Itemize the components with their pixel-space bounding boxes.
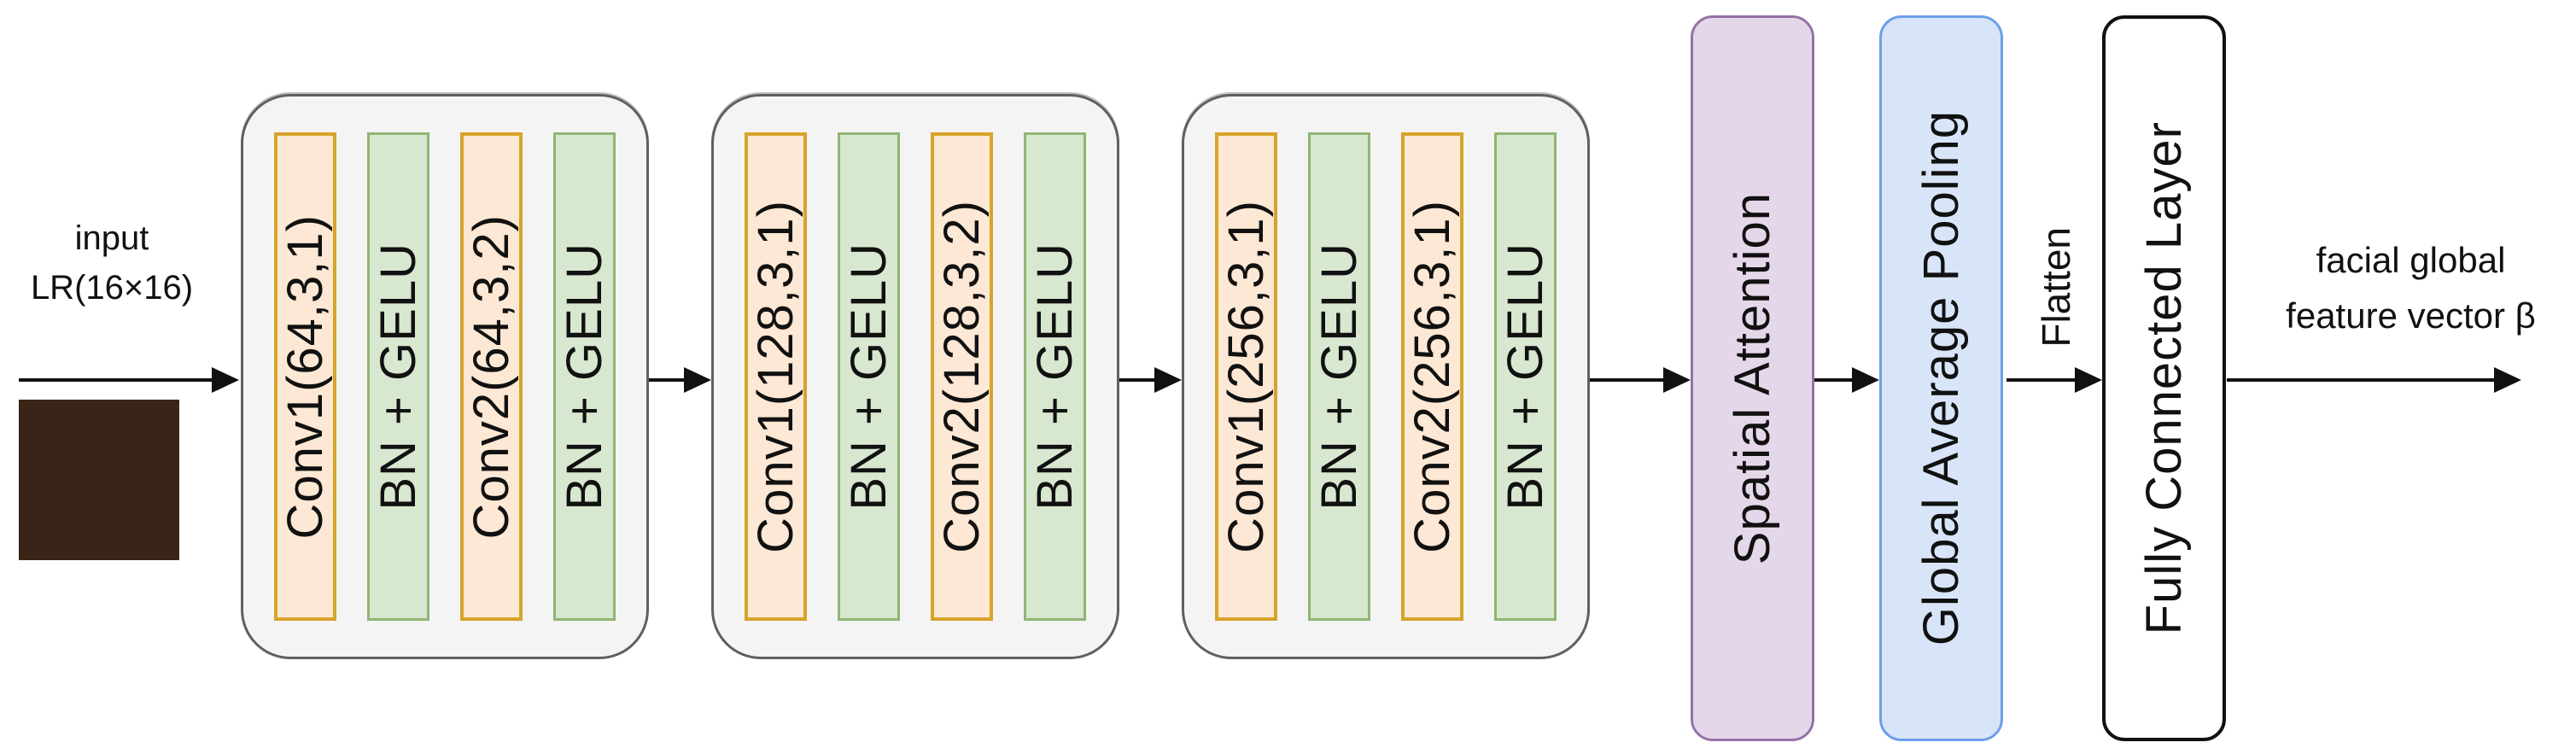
arrow-block3-to-spatial-attention: [1590, 378, 1665, 382]
arrow-spatial-attention-to-gap: [1814, 378, 1854, 382]
spatial-attention-block: Spatial Attention: [1691, 15, 1814, 741]
bn-gelu-block1-b-label: BN + GELU: [557, 243, 612, 511]
global-average-pooling-label: Global Average Pooling: [1913, 110, 1969, 646]
conv1-layer-block3: Conv1(256,3,1): [1215, 132, 1277, 621]
bn-gelu-layer-block2-a: BN + GELU: [838, 132, 900, 621]
arrow-gap-to-fc: [2006, 378, 2077, 382]
spatial-attention-label: Spatial Attention: [1725, 191, 1780, 565]
input-label-line2: LR(16×16): [30, 269, 194, 307]
bn-gelu-block3-b-label: BN + GELU: [1498, 243, 1553, 511]
conv1-block1-label: Conv1(64,3,1): [277, 213, 333, 540]
flatten-label: Flatten: [2034, 226, 2078, 348]
bn-gelu-layer-block2-b: BN + GELU: [1024, 132, 1086, 621]
face-image-blur: [19, 400, 179, 560]
bn-gelu-block3-a-label: BN + GELU: [1311, 243, 1367, 511]
conv-block-2: Conv1(128,3,1) BN + GELU Conv2(128,3,2) …: [711, 94, 1119, 659]
conv2-block2-label: Conv2(128,3,2): [934, 200, 990, 553]
global-average-pooling-block: Global Average Pooling: [1879, 15, 2003, 741]
arrow-block2-to-block3: [1119, 378, 1156, 382]
fully-connected-block: Fully Connected Layer: [2102, 15, 2226, 741]
conv-block-1: Conv1(64,3,1) BN + GELU Conv2(64,3,2) BN…: [241, 94, 649, 659]
conv2-layer-block3: Conv2(256,3,1): [1401, 132, 1463, 621]
fully-connected-label: Fully Connected Layer: [2136, 121, 2192, 635]
output-label: facial global feature vector β: [2246, 232, 2576, 343]
bn-gelu-block1-a-label: BN + GELU: [371, 243, 426, 511]
arrow-block1-to-block2: [649, 378, 686, 382]
conv-block-3: Conv1(256,3,1) BN + GELU Conv2(256,3,1) …: [1182, 94, 1590, 659]
input-label-line1: input: [74, 219, 149, 257]
conv1-block2-label: Conv1(128,3,1): [748, 200, 803, 553]
bn-gelu-layer-block3-a: BN + GELU: [1308, 132, 1370, 621]
bn-gelu-block2-b-label: BN + GELU: [1027, 243, 1083, 511]
input-face-image: [19, 400, 179, 560]
conv1-block3-label: Conv1(256,3,1): [1218, 200, 1274, 553]
output-label-line1: facial global: [2316, 240, 2506, 280]
bn-gelu-layer-block1-a: BN + GELU: [367, 132, 429, 621]
bn-gelu-layer-block1-b: BN + GELU: [553, 132, 616, 621]
conv2-layer-block1: Conv2(64,3,2): [460, 132, 523, 621]
output-label-line2: feature vector β: [2286, 295, 2536, 336]
conv2-block3-label: Conv2(256,3,1): [1405, 200, 1460, 553]
conv2-block1-label: Conv2(64,3,2): [464, 213, 519, 540]
flatten-annotation: Flatten: [2033, 209, 2078, 365]
conv2-layer-block2: Conv2(128,3,2): [931, 132, 993, 621]
bn-gelu-layer-block3-b: BN + GELU: [1494, 132, 1557, 621]
conv1-layer-block1: Conv1(64,3,1): [274, 132, 336, 621]
arrow-fc-to-output: [2227, 378, 2496, 382]
bn-gelu-block2-a-label: BN + GELU: [841, 243, 897, 511]
conv1-layer-block2: Conv1(128,3,1): [745, 132, 807, 621]
arrow-input-to-block1: [19, 378, 213, 382]
input-label: input LR(16×16): [0, 213, 224, 313]
